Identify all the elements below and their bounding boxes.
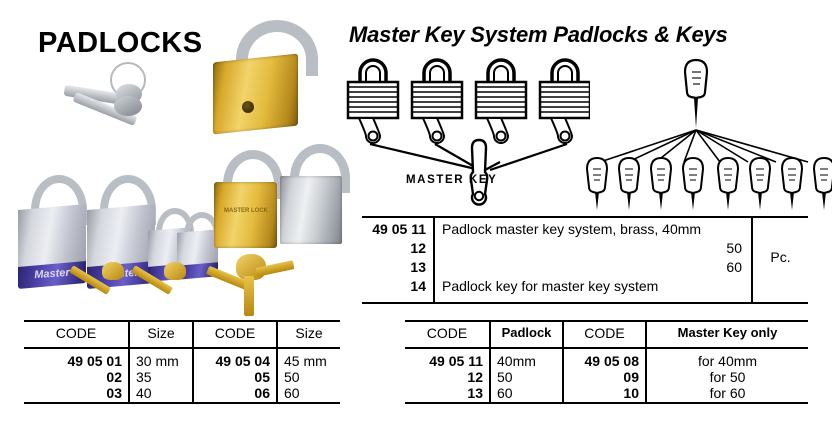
master-key-label: MASTER KEY	[406, 174, 498, 186]
row-3-code-1: 13	[467, 385, 483, 401]
header-code-2: CODE	[214, 325, 256, 341]
shackle-icon	[31, 175, 87, 225]
code-cell-2: 12	[410, 240, 426, 256]
padlock-body	[213, 53, 298, 135]
shackle-icon	[223, 150, 283, 199]
col-divider-3	[276, 320, 278, 402]
photo-steel-padlock	[278, 144, 352, 274]
header-code-2: CODE	[584, 325, 625, 341]
col-divider-1	[128, 320, 130, 402]
row-3-master-key: for 60	[709, 385, 746, 401]
row-3-size-2: 60	[284, 385, 300, 401]
master-key-diagram	[346, 58, 590, 206]
key-blade-down	[244, 276, 254, 316]
row-2-code-2: 09	[623, 369, 639, 385]
photo-keyring-silver	[58, 58, 176, 150]
description-cell-1: Padlock master key system, brass, 40mm	[442, 221, 702, 237]
code-cell-4: 14	[410, 278, 426, 294]
padlock-body	[214, 182, 277, 248]
row-3-padlock: 60	[497, 385, 513, 401]
col-divider-unit	[751, 218, 753, 302]
row-3-size-1: 40	[136, 385, 152, 401]
row-2-size-2: 50	[284, 369, 300, 385]
key-bow	[102, 262, 124, 280]
photo-brass-padlock-small: MASTER LOCK	[212, 150, 284, 280]
table-master-key: CODE Padlock CODE Master Key only 49 05 …	[405, 320, 808, 404]
table-bottom-border	[405, 402, 808, 404]
col-divider-2	[562, 320, 564, 402]
table-master-key-system: 49 05 11 12 13 14 Padlock master key sys…	[362, 216, 808, 304]
description-cell-4: Padlock key for master key system	[442, 278, 659, 294]
shackle-icon	[290, 144, 350, 193]
photo-gold-key-cluster	[205, 248, 296, 318]
code-cell-3: 13	[410, 259, 426, 275]
table-bottom-border	[362, 302, 808, 304]
page-title-master-key-system: Master Key System Padlocks & Keys	[349, 22, 728, 47]
size-cell-2: 50	[726, 240, 742, 256]
row-2-master-key: for 50	[709, 369, 746, 385]
row-1-padlock: 40mm	[497, 353, 536, 369]
table-header-border	[24, 347, 340, 349]
table-top-border	[405, 320, 808, 322]
row-2-padlock: 50	[497, 369, 513, 385]
row-1-master-key: for 40mm	[697, 353, 758, 369]
header-padlock: Padlock	[501, 325, 552, 340]
row-2-code-1: 02	[106, 369, 122, 385]
col-divider-code	[433, 218, 435, 302]
row-3-code-2: 10	[623, 385, 639, 401]
col-divider-3	[645, 320, 647, 402]
padlock-body	[280, 176, 342, 244]
photo-laminated-padlock-2: Master	[83, 175, 158, 305]
brass-engraving: MASTER LOCK	[224, 208, 268, 214]
row-3-code-1: 03	[106, 385, 122, 401]
shackle-icon	[100, 175, 156, 225]
photo-brass-padlock-large	[200, 18, 320, 138]
unit-cell: Pc.	[770, 249, 791, 265]
header-size-1: Size	[147, 325, 175, 341]
table-header-border	[405, 347, 808, 349]
header-code-1: CODE	[426, 325, 468, 341]
col-divider-1	[489, 320, 491, 402]
header-size-2: Size	[295, 325, 323, 341]
table-top-border	[362, 216, 808, 218]
row-2-code-1: 12	[467, 369, 483, 385]
photo-laminated-padlock-1: Master	[14, 175, 89, 305]
row-1-code-1: 49 05 11	[429, 353, 483, 369]
table-sizes: CODE Size CODE Size 49 05 01 30 mm 49 05…	[24, 320, 340, 404]
code-cell-1: 49 05 11	[372, 221, 426, 237]
row-3-code-2: 06	[254, 385, 270, 401]
row-1-code-1: 49 05 01	[67, 353, 123, 369]
row-1-size-2: 45 mm	[284, 353, 327, 369]
photo-gold-key-2	[128, 262, 188, 310]
page-title-padlocks: PADLOCKS	[38, 27, 203, 59]
col-divider-2	[192, 320, 194, 402]
key-head-2	[114, 96, 142, 116]
keyhole	[242, 101, 254, 113]
row-1-code-2: 49 05 08	[584, 353, 640, 369]
header-master-key-only: Master Key only	[677, 325, 778, 340]
row-1-code-2: 49 05 04	[215, 353, 271, 369]
row-2-code-2: 05	[254, 369, 270, 385]
size-cell-3: 60	[726, 259, 742, 275]
row-1-size-1: 30 mm	[136, 353, 179, 369]
key-distribution-diagram	[585, 58, 832, 210]
table-bottom-border	[24, 402, 340, 404]
photo-gold-key-1	[66, 262, 126, 310]
row-2-size-1: 35	[136, 369, 152, 385]
table-top-border	[24, 320, 340, 322]
key-bow	[164, 262, 186, 280]
header-code-1: CODE	[55, 325, 97, 341]
